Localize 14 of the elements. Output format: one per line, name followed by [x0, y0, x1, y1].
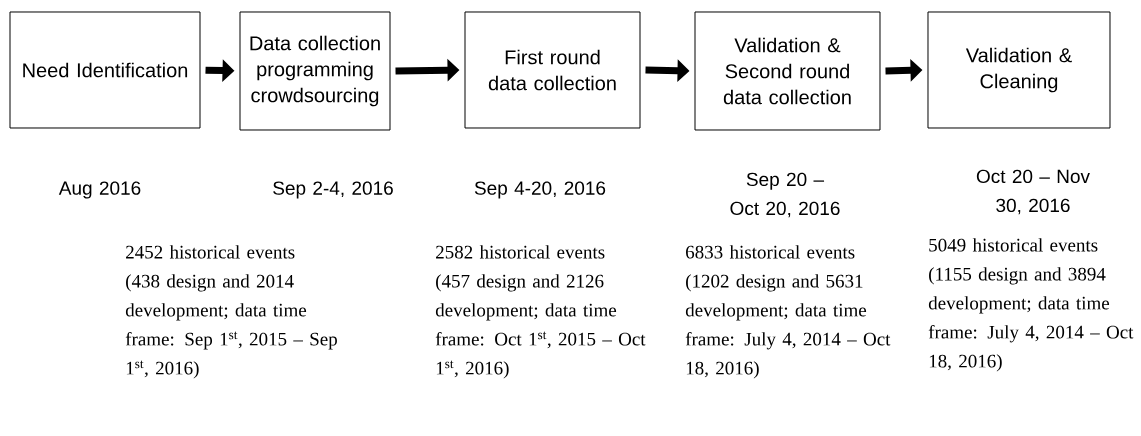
description-text: 5049 historical events (1155 design and 3894 development; data time frame: July 4, 2014 – Oct 18, 2016)	[928, 238, 1134, 372]
date-label: Oct 20 – Nov 30, 2016	[976, 169, 1090, 215]
process-box: Need Identification	[9, 11, 201, 129]
date-label: Sep 20 – Oct 20, 2016	[730, 172, 840, 218]
description-text: 2582 historical events (457 design and 2126 development; data time frame: Oct 1$^{st}$, 2015 – Oct 1$^{st}$, 2016)	[435, 245, 646, 379]
process-box: Data collection programming crowdsourcing	[239, 11, 391, 131]
date-label: Aug 2016	[58, 181, 141, 199]
date-label: Sep 4-20, 2016	[474, 181, 606, 199]
process-box: First round data collection	[464, 11, 641, 129]
process-box: Validation & Second round data collection	[694, 11, 881, 131]
date-label: Sep 2-4, 2016	[273, 181, 393, 199]
description-text: 2452 historical events (438 design and 2014 development; data time frame: Sep 1$^{st}$, 2015 – Sep 1$^{st}$, 2016)	[125, 245, 337, 379]
description-text: 6833 historical events (1202 design and 5631 development; data time frame: July 4, 2014 – Oct 18, 2016)	[685, 245, 891, 379]
process-box: Validation & Cleaning	[927, 11, 1111, 129]
